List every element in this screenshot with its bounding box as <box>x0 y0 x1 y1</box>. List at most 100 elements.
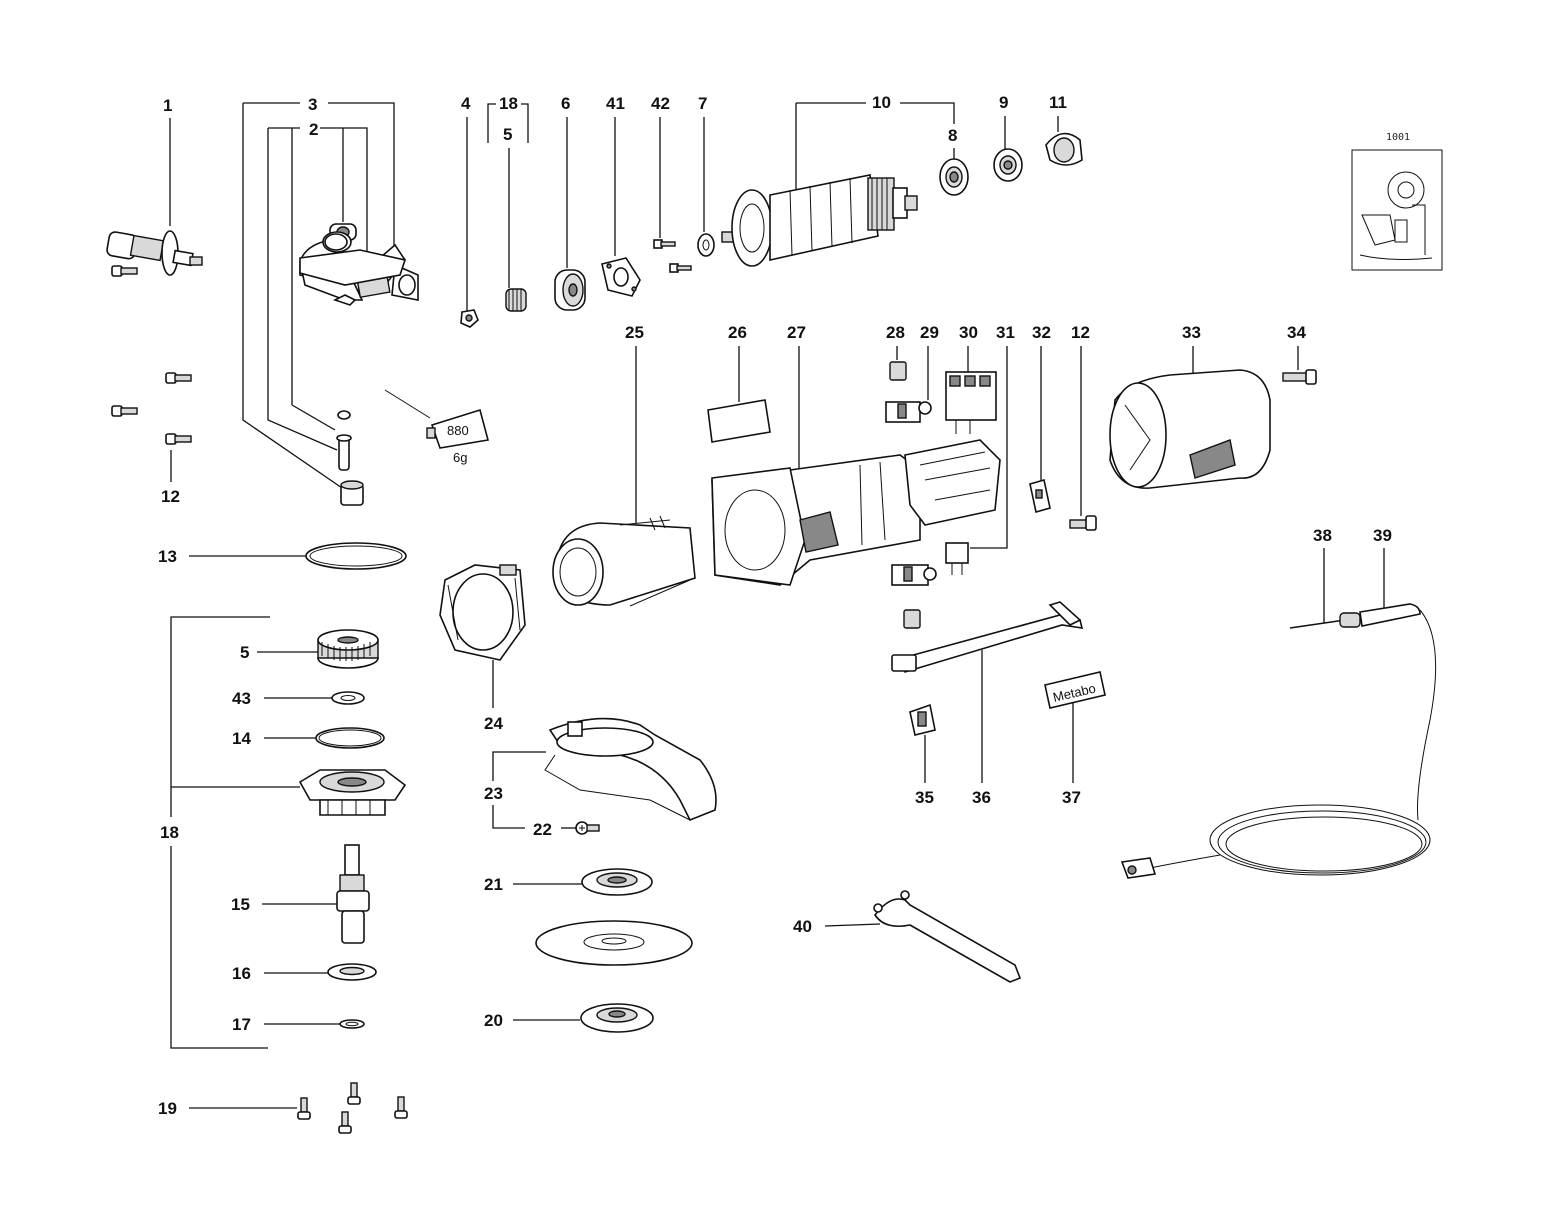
part-21-support-flange <box>581 868 653 896</box>
part-41-bearing-plate <box>601 257 641 297</box>
lower-brush-holder <box>891 564 937 586</box>
part-43-washer <box>331 691 365 705</box>
callout-35: 35 <box>915 788 934 807</box>
part-15-spindle <box>336 844 370 944</box>
part-29-brush-holder <box>885 401 932 423</box>
callout-36: 36 <box>972 788 991 807</box>
callout-25: 25 <box>625 323 644 342</box>
callout-37: 37 <box>1062 788 1081 807</box>
part-11-bearing-cap <box>1045 132 1083 166</box>
callout-16: 16 <box>232 964 251 983</box>
callout-4: 4 <box>461 94 471 113</box>
grease-tube-label: 880 <box>447 423 469 438</box>
callout-18-side: 18 <box>160 823 179 842</box>
grease-amount-label: 6g <box>453 450 467 465</box>
part-14-ring <box>315 727 385 749</box>
part-33-rear-cover <box>1109 369 1271 489</box>
callout-43: 43 <box>232 689 251 708</box>
part-13-o-ring <box>305 542 407 570</box>
callout-31: 31 <box>996 323 1015 342</box>
callout-15: 15 <box>231 895 250 914</box>
callout-18-top: 18 <box>499 94 518 113</box>
callout-10: 10 <box>872 93 891 112</box>
part-5-pinion <box>505 288 527 312</box>
callout-12-left: 12 <box>161 487 180 506</box>
part-16-washer <box>327 963 377 981</box>
callout-41: 41 <box>606 94 625 113</box>
callout-19: 19 <box>158 1099 177 1118</box>
callout-40: 40 <box>793 917 812 936</box>
callout-32: 32 <box>1032 323 1051 342</box>
callout-5-side: 5 <box>240 643 249 662</box>
callout-2: 2 <box>309 120 318 139</box>
callout-22: 22 <box>533 820 552 839</box>
part-8-bearing <box>939 158 969 196</box>
leader-lines <box>169 102 1385 1109</box>
part-6-bearing <box>554 269 586 311</box>
callout-6: 6 <box>561 94 570 113</box>
part-37-brand-label: Metabo <box>1044 671 1106 709</box>
callout-13: 13 <box>158 547 177 566</box>
callout-11: 11 <box>1049 93 1067 112</box>
part-5-bevel-gear <box>317 629 379 669</box>
part-2-pin <box>336 410 352 471</box>
callout-7: 7 <box>698 94 707 113</box>
callout-28: 28 <box>886 323 905 342</box>
part-23-wheel-guard <box>544 717 717 822</box>
part-42-screws <box>653 239 692 273</box>
callout-9: 9 <box>999 93 1008 112</box>
part-17-small-ring <box>339 1019 365 1029</box>
part-40-two-pin-spanner <box>873 890 1022 983</box>
part-28-carbon-brush <box>889 361 907 381</box>
part-22-screw <box>575 821 600 835</box>
part-25-field-stator <box>552 515 696 607</box>
callout-29: 29 <box>920 323 939 342</box>
callout-30: 30 <box>959 323 978 342</box>
part-7-washer <box>697 233 715 257</box>
part-18-bearing-flange <box>298 769 407 816</box>
part-20-clamping-nut <box>580 1003 654 1033</box>
callout-labels: 1 3 2 4 18 5 6 41 42 7 10 8 9 11 12 13 5… <box>158 93 1392 1118</box>
part-26-label-sticker <box>707 399 771 443</box>
part-3-sleeve <box>340 480 364 506</box>
grinding-disc <box>535 920 693 966</box>
part-19-screws <box>297 1082 408 1134</box>
part-35-cable-clamp <box>909 703 936 736</box>
callout-38: 38 <box>1313 526 1332 545</box>
callout-42: 42 <box>651 94 670 113</box>
callout-12-right: 12 <box>1071 323 1090 342</box>
part-36-strap <box>891 601 1084 673</box>
callout-23: 23 <box>484 784 503 803</box>
part-31-capacitor <box>945 542 969 575</box>
callout-39: 39 <box>1373 526 1392 545</box>
part-32-clip <box>1029 478 1051 514</box>
callout-8: 8 <box>948 126 957 145</box>
part-27-motor-housing <box>711 439 1001 586</box>
part-3-gear-housing <box>299 231 419 306</box>
part-30-switch <box>945 371 997 434</box>
wiring-ref-label: 1001 <box>1386 132 1410 143</box>
callout-33: 33 <box>1182 323 1201 342</box>
callout-14: 14 <box>232 729 251 748</box>
part-4-nut <box>460 309 479 328</box>
callout-1: 1 <box>163 96 172 115</box>
callout-3: 3 <box>308 95 317 114</box>
part-38-39-power-cable <box>1120 603 1437 879</box>
callout-34: 34 <box>1287 323 1306 342</box>
part-1-spindle-lock <box>106 230 203 276</box>
part-12-right-screw <box>1069 515 1097 531</box>
grease-tube: 880 6g <box>384 389 489 465</box>
callout-17: 17 <box>232 1015 251 1034</box>
part-10-armature <box>721 174 918 267</box>
part-9-bearing <box>993 148 1023 182</box>
callout-24: 24 <box>484 714 503 733</box>
part-24-guard-ring <box>439 564 526 661</box>
screws-12-left <box>111 265 192 445</box>
callout-20: 20 <box>484 1011 503 1030</box>
part-34-screw <box>1282 369 1317 385</box>
callout-5-top: 5 <box>503 125 512 144</box>
callout-26: 26 <box>728 323 747 342</box>
lower-carbon-brush <box>903 609 921 629</box>
wiring-diagram-1001: 1001 <box>1351 132 1443 271</box>
